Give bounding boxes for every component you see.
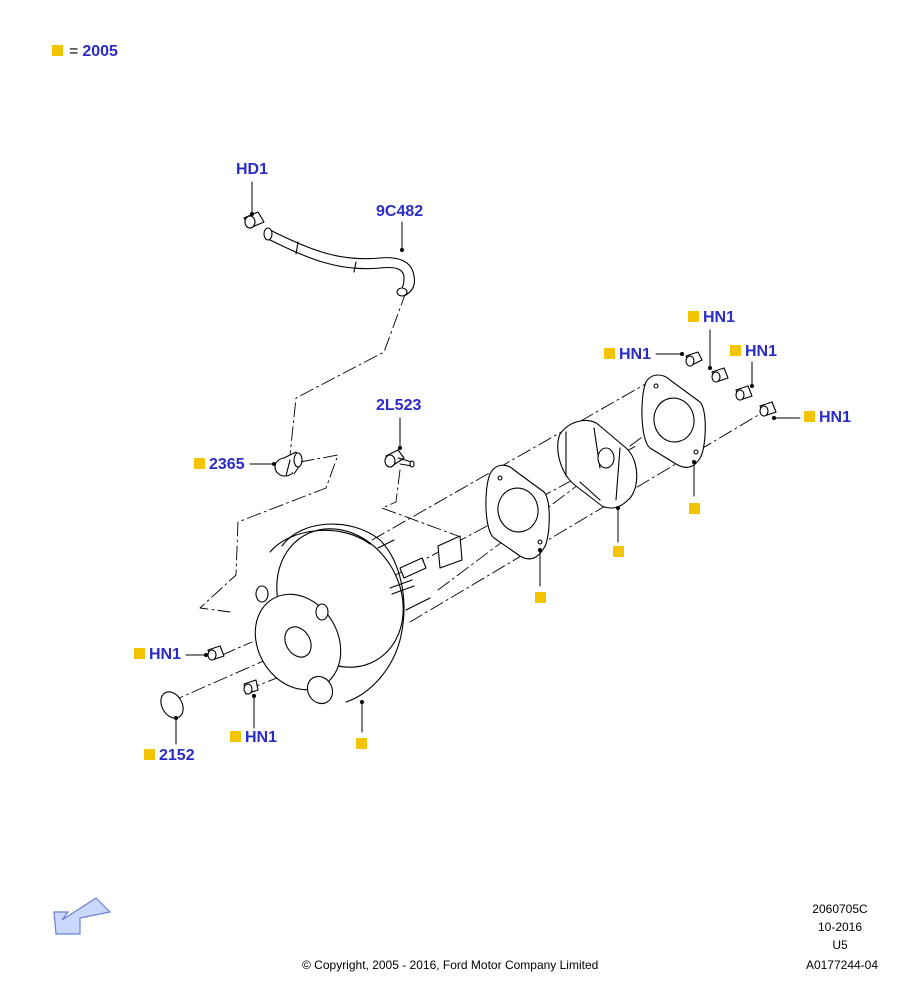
marker-square-gasket-1 (535, 592, 546, 603)
callout-2152: 2152 (144, 748, 195, 764)
marker-square-spacer (613, 546, 624, 557)
legend: =2005 (52, 44, 118, 60)
marker-square (230, 731, 241, 742)
legend-equals: = (69, 43, 79, 60)
callout-hn1-top-right: HN1 (730, 344, 777, 360)
copyright-text: © Copyright, 2005 - 2016, Ford Motor Com… (302, 958, 599, 972)
marker-square (730, 345, 741, 356)
nuts (207, 351, 777, 695)
brake-booster (254, 523, 463, 705)
hose-clamp-hd1 (243, 211, 265, 229)
marker-square (804, 411, 815, 422)
callout-2365: 2365 (194, 457, 245, 473)
arrow-icon (53, 897, 112, 935)
callout-hn1-left: HN1 (134, 647, 181, 663)
callout-hn1-top-left: HN1 (604, 347, 651, 363)
marker-square (144, 749, 155, 760)
callout-9c482: 9C482 (376, 203, 424, 220)
diagram-variant: U5 (832, 938, 848, 952)
marker-square (134, 648, 145, 659)
vacuum-hose-9c482 (263, 227, 416, 297)
gasket-plate-1 (485, 464, 550, 560)
marker-square (194, 458, 205, 469)
marker-square (604, 348, 615, 359)
gasket-plate-2 (641, 374, 706, 468)
callout-2l523: 2L523 (376, 397, 422, 414)
diagram-date: 10-2016 (817, 920, 863, 934)
marker-square-booster (356, 738, 367, 749)
spacer-adapter (557, 419, 638, 509)
callout-hn1-right: HN1 (804, 410, 851, 426)
check-valve-2365 (274, 451, 303, 477)
callout-hn1-bottom: HN1 (230, 730, 277, 746)
callout-hd1: HD1 (236, 161, 269, 178)
legend-year: 2005 (82, 43, 118, 60)
fitting-2l523 (384, 449, 415, 468)
marker-square-gasket-2 (689, 503, 700, 514)
leader-lines (175, 181, 801, 745)
seal-ring-2152 (160, 691, 184, 719)
diagram-ref: A0177244-04 (805, 958, 879, 972)
legend-marker (52, 45, 63, 56)
callout-hn1-top-mid: HN1 (688, 310, 735, 326)
marker-square (688, 311, 699, 322)
leader-dots (174, 212, 776, 720)
diagram-code: 2060705C (812, 902, 868, 916)
